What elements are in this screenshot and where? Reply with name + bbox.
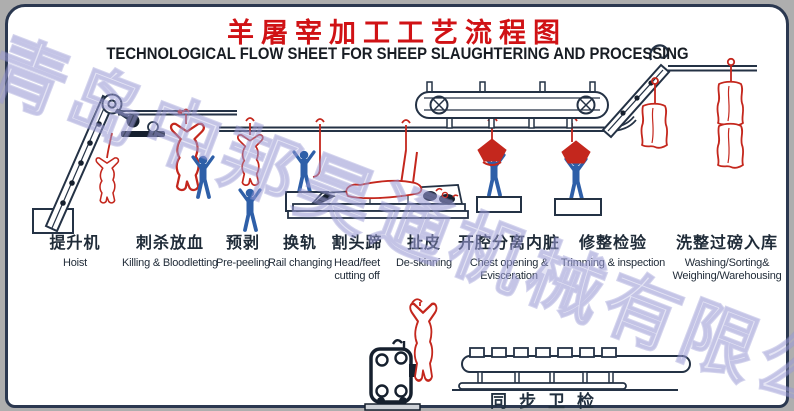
station-label-washing: 洗整过磅入库 Washing/Sorting& Weighing/Warehou… bbox=[672, 235, 782, 282]
opened-carcass-icon bbox=[477, 138, 507, 162]
station-label-killing: 刺杀放血 Killing & Bloodletting bbox=[122, 235, 218, 269]
station-label-hoist: 提升机 Hoist bbox=[49, 235, 101, 269]
sheep-carcass-icon bbox=[169, 122, 205, 192]
overhead-rail-a bbox=[118, 109, 237, 116]
page-title: 羊屠宰加工工艺流程图 bbox=[227, 18, 567, 48]
station-label-trimming: 修整检验 Trimming & inspection bbox=[560, 235, 666, 269]
page-subtitle: TECHNOLOGICAL FLOW SHEET FOR SHEEP SLAUG… bbox=[105, 45, 689, 63]
station-trimming-art bbox=[554, 116, 602, 216]
worker-icon bbox=[240, 189, 260, 230]
station-chest-art bbox=[476, 116, 522, 213]
station-killing-art bbox=[169, 108, 213, 198]
worker-icon bbox=[566, 158, 586, 199]
skinned-carcass-icon bbox=[716, 122, 745, 169]
skinned-carcass-icon bbox=[716, 80, 745, 127]
hanging-carcasses bbox=[640, 57, 745, 169]
opened-carcass-icon bbox=[561, 140, 591, 164]
sheep-carcass-icon bbox=[237, 133, 264, 187]
sheep-carcass-icon bbox=[95, 157, 120, 204]
station-label-deskinning: 扯皮 De-skinning bbox=[396, 235, 452, 269]
skinned-carcass-icon bbox=[640, 102, 669, 149]
hoist-conveyor bbox=[32, 93, 165, 234]
station-label-headfeet: 割头蹄 Head/feet cutting off bbox=[331, 235, 383, 282]
sync-inspection-art bbox=[364, 298, 691, 411]
station-label-prepeel: 预剥 Pre-peeling bbox=[215, 235, 271, 269]
worker-icon bbox=[294, 151, 314, 192]
station-prepeel-art bbox=[237, 117, 264, 230]
station-label-railchange: 换轨 Rail changing bbox=[267, 235, 333, 269]
cutting-table-art bbox=[287, 119, 469, 219]
processing-tank bbox=[415, 81, 609, 129]
sync-inspection-label: 同步卫检 bbox=[490, 392, 606, 411]
station-label-chest: 开腔分离内脏 Chest opening & Evisceration bbox=[457, 235, 560, 282]
laying-carcass-icon bbox=[345, 179, 423, 200]
